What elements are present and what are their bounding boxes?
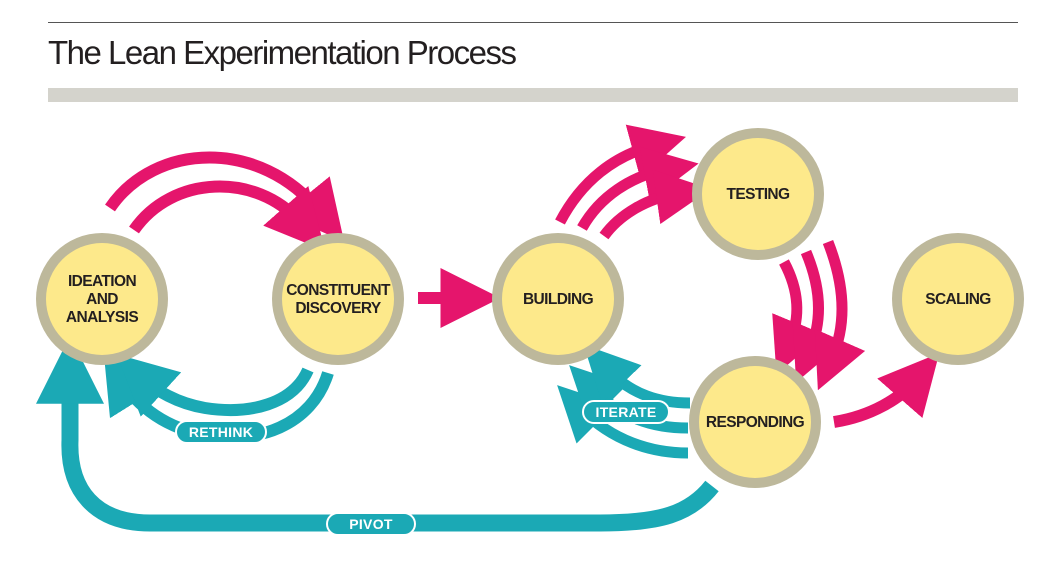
responding-to-scaling-arrow bbox=[832, 353, 940, 428]
rethink-label: RETHINK bbox=[189, 424, 253, 440]
node-circle bbox=[46, 243, 158, 355]
node-circle bbox=[699, 366, 811, 478]
title-band bbox=[48, 88, 1018, 102]
building-to-testing-arrow bbox=[555, 124, 711, 240]
node-circle bbox=[902, 243, 1014, 355]
node-label: TESTING bbox=[727, 186, 791, 203]
node-label: AND bbox=[86, 291, 118, 308]
iterate-pill: ITERATE bbox=[582, 400, 670, 424]
pivot-arrow bbox=[36, 335, 719, 532]
node-circle bbox=[502, 243, 614, 355]
node-scaling: SCALING bbox=[892, 233, 1024, 365]
node-label: IDEATION bbox=[68, 273, 137, 290]
node-responding: RESPONDING bbox=[689, 356, 821, 488]
top-rule bbox=[48, 22, 1018, 23]
ideation-to-discovery-arrow bbox=[105, 151, 345, 251]
node-label: DISCOVERY bbox=[295, 300, 382, 317]
page-title: The Lean Experimentation Process bbox=[48, 34, 517, 71]
node-label: BUILDING bbox=[523, 291, 594, 308]
node-building: BUILDING bbox=[492, 233, 624, 365]
node-label: RESPONDING bbox=[706, 414, 805, 431]
testing-to-responding-arrow bbox=[772, 239, 866, 391]
node-circle bbox=[702, 138, 814, 250]
iterate-label: ITERATE bbox=[596, 404, 657, 420]
node-circle bbox=[282, 243, 394, 355]
node-label: SCALING bbox=[925, 291, 991, 308]
pivot-pill: PIVOT bbox=[326, 512, 416, 536]
pivot-label: PIVOT bbox=[349, 516, 393, 532]
node-testing: TESTING bbox=[692, 128, 824, 260]
node-label: ANALYSIS bbox=[66, 309, 138, 326]
rethink-pill: RETHINK bbox=[175, 420, 267, 444]
node-label: CONSTITUENT bbox=[286, 282, 391, 299]
